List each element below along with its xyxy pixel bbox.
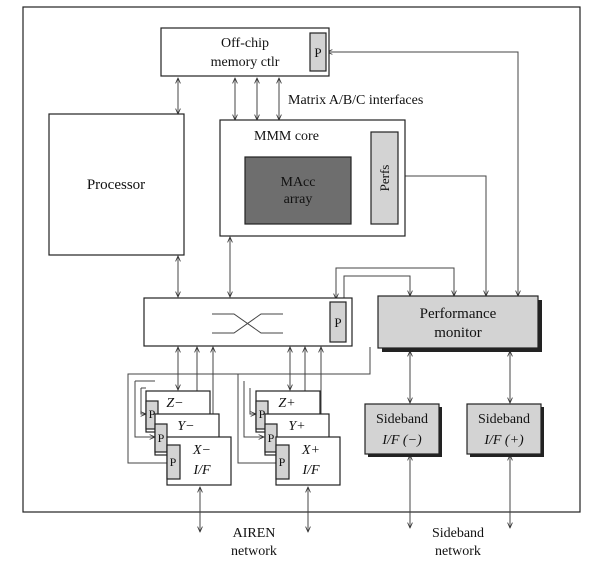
svg-text:P: P xyxy=(170,455,177,469)
switch-p-port xyxy=(329,301,347,343)
offchip-p-port xyxy=(309,32,327,72)
matrix-interfaces-label: Matrix A/B/C interfaces xyxy=(288,93,423,108)
x-minus-label: X− xyxy=(192,443,211,458)
offchip-label-2: memory ctlr xyxy=(211,55,280,70)
svg-text:P: P xyxy=(268,431,275,445)
sideband-network-label-1: Sideband xyxy=(432,526,484,541)
chip-boundary xyxy=(22,6,581,513)
macc-array xyxy=(244,156,352,225)
offchip-label-1: Off-chip xyxy=(221,36,269,51)
sb-plus-label-2: I/F (+) xyxy=(483,433,524,448)
sideband-if-minus: Sideband I/F (−) xyxy=(364,403,442,457)
macc-label-2: array xyxy=(284,192,313,207)
connection-lines xyxy=(127,52,518,532)
airen-label-2: network xyxy=(231,544,277,559)
y-plus-label: Y+ xyxy=(288,419,305,434)
processor-block: Processor xyxy=(48,113,185,256)
processor-label: Processor xyxy=(87,177,145,193)
offchip-memory-ctlr: Off-chip memory ctlr P xyxy=(160,27,330,77)
airen-label-1: AIREN xyxy=(233,526,276,541)
left-port-stack: P Z− P Y− P X− I/F xyxy=(145,390,232,486)
sideband-if-plus: Sideband I/F (+) xyxy=(466,403,544,457)
performance-monitor: Performance monitor xyxy=(377,295,542,352)
z-plus-label: Z+ xyxy=(278,396,295,411)
perf-mon-label-2: monitor xyxy=(434,325,482,341)
perfs-label: Perfs xyxy=(377,165,392,192)
mmm-core-block: MMM core MAcc array Perfs xyxy=(219,119,406,237)
x-plus-if-label: I/F xyxy=(301,463,320,478)
svg-text:P: P xyxy=(259,407,266,421)
svg-text:P: P xyxy=(149,407,156,421)
mmm-core-label: MMM core xyxy=(254,129,319,144)
svg-text:P: P xyxy=(158,431,165,445)
perfs-block xyxy=(370,131,399,225)
x-minus-if-label: I/F xyxy=(192,463,211,478)
z-minus-label: Z− xyxy=(166,396,183,411)
sb-minus-label-1: Sideband xyxy=(376,412,428,427)
sideband-network-label-2: network xyxy=(435,544,481,559)
x-plus-label: X+ xyxy=(301,443,320,458)
switch-p-label: P xyxy=(334,315,341,330)
perf-mon-label-1: Performance xyxy=(420,306,497,322)
y-minus-label: Y− xyxy=(177,419,194,434)
crossbar-switch: P xyxy=(143,297,353,347)
right-port-stack: P Z+ P Y+ P X+ I/F xyxy=(255,390,341,486)
macc-label-1: MAcc xyxy=(281,175,316,190)
sb-minus-label-2: I/F (−) xyxy=(381,433,422,448)
offchip-p-label: P xyxy=(314,45,321,60)
svg-text:P: P xyxy=(279,455,286,469)
sb-plus-label-1: Sideband xyxy=(478,412,530,427)
